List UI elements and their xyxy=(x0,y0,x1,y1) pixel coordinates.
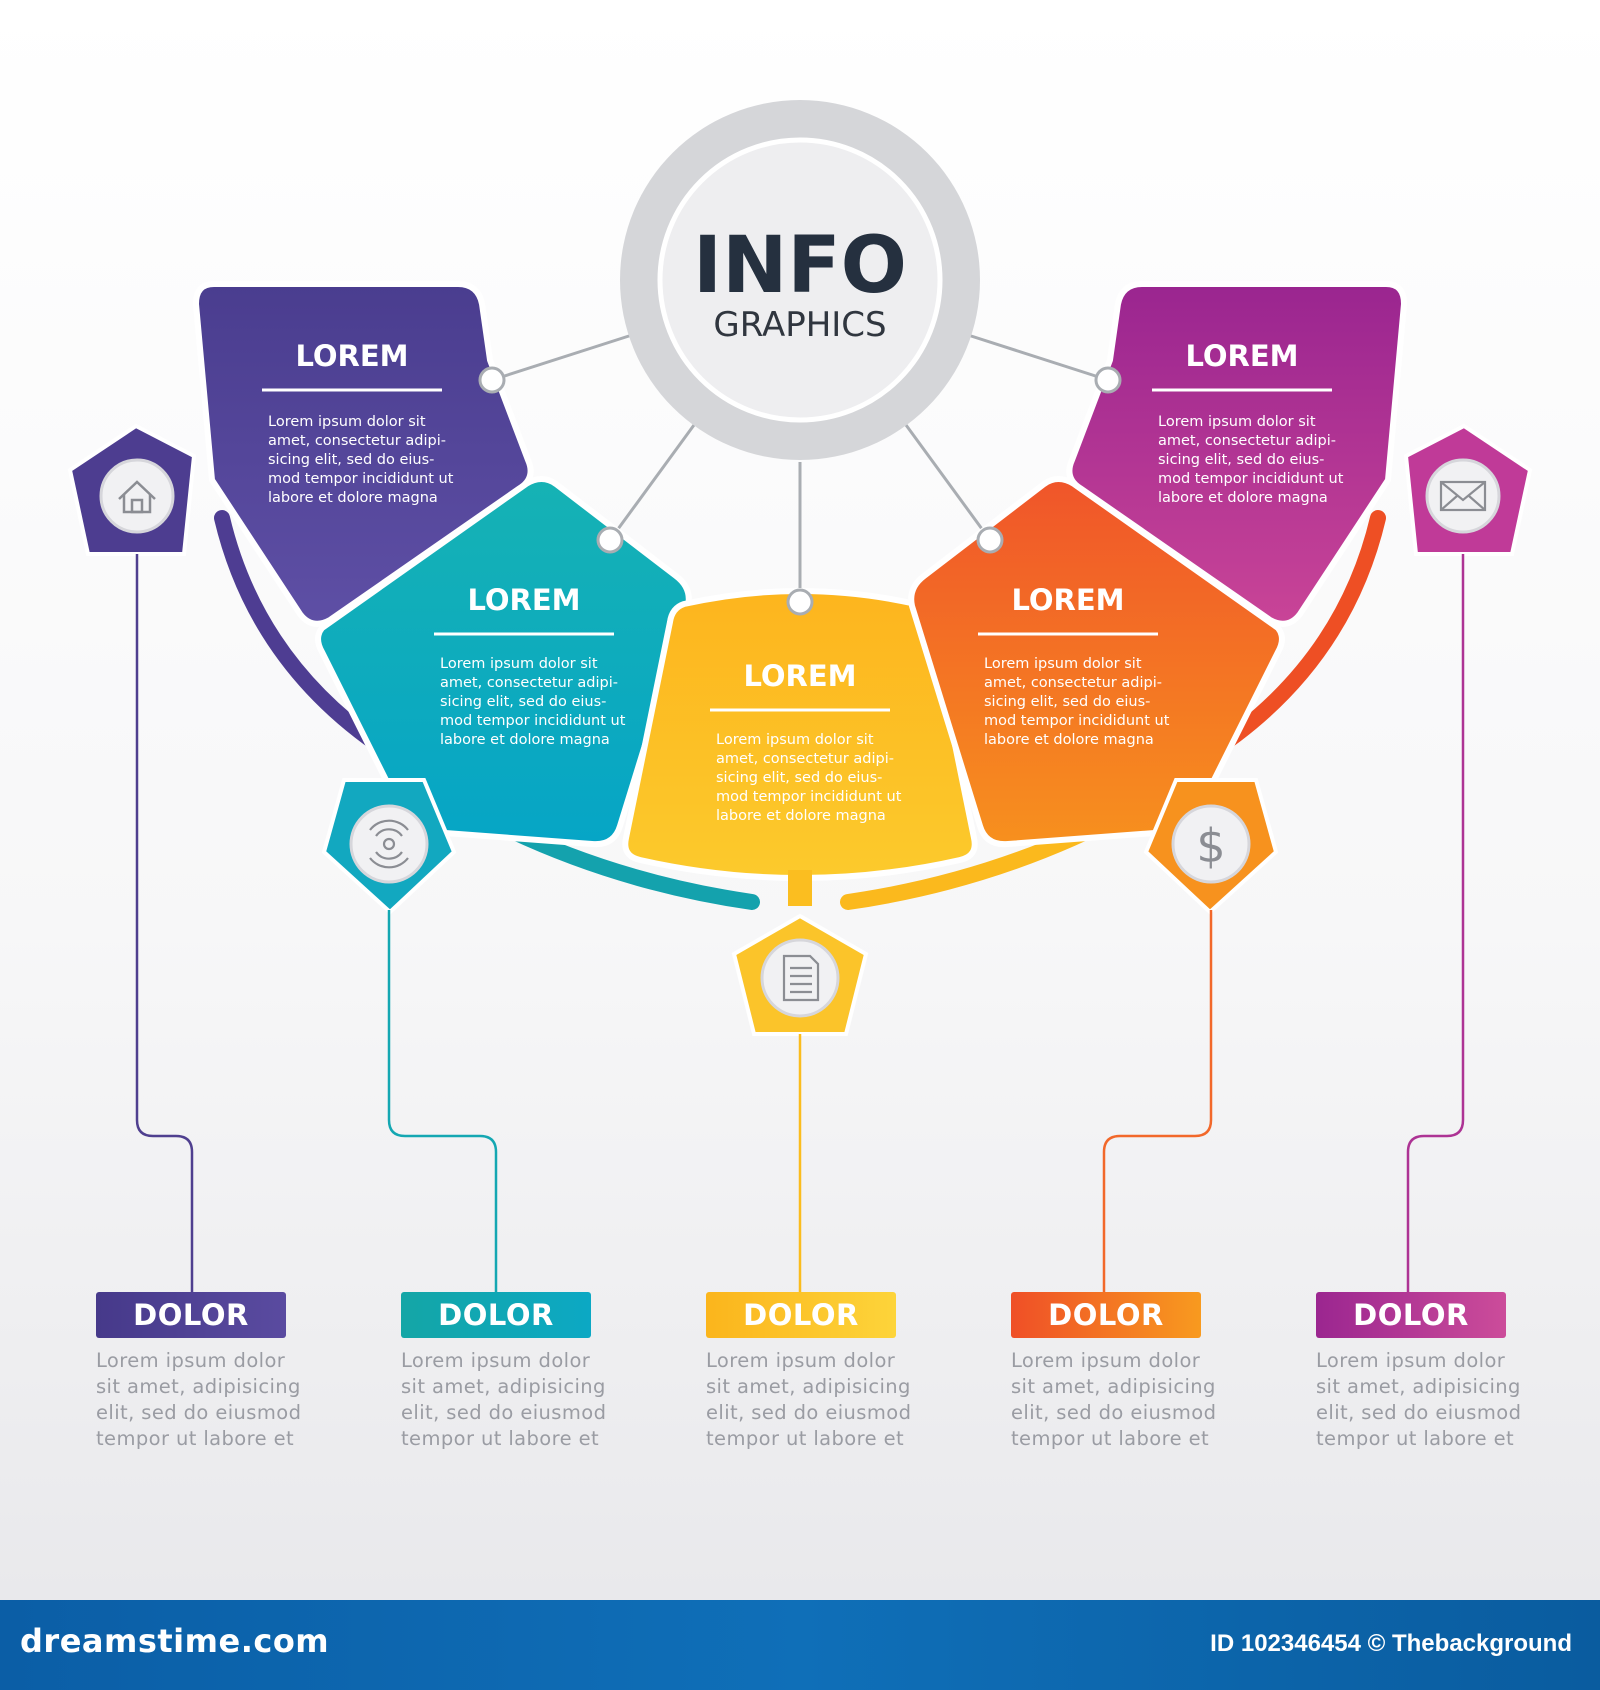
segment-shape xyxy=(908,476,1285,848)
segment-purple-node xyxy=(67,423,197,556)
dolor-item-5: DOLOR Lorem ipsum dolor sit amet, adipis… xyxy=(1316,1292,1522,1452)
segment-orange-node: $ xyxy=(1143,778,1279,915)
connector-dot xyxy=(1094,366,1122,394)
leader-line-orange xyxy=(1102,910,1213,1292)
footer-credit: ID 102346454 © Thebackground xyxy=(1210,1630,1572,1657)
segment-orange-text: LOREM Lorem ipsum dolor sit amet, consec… xyxy=(978,583,1174,748)
dolor-item-4: DOLOR Lorem ipsum dolor sit amet, adipis… xyxy=(1011,1292,1217,1452)
segment-orange[interactable] xyxy=(908,476,1285,848)
node-stem xyxy=(788,870,812,906)
connector-dot xyxy=(786,588,814,616)
connector-line xyxy=(608,424,696,541)
icon-badge-circle xyxy=(349,804,429,884)
dolor-label: DOLOR xyxy=(1316,1292,1506,1338)
segment-teal[interactable] xyxy=(315,476,692,848)
dolor-description: Lorem ipsum dolor sit amet, adipisicing … xyxy=(96,1349,302,1450)
segment-heading: LOREM xyxy=(295,339,408,373)
dollar-icon: $ xyxy=(1196,819,1225,873)
segment-description: Lorem ipsum dolor sit amet, consectetur … xyxy=(716,732,906,824)
segment-description: Lorem ipsum dolor sit amet, consectetur … xyxy=(1158,414,1348,506)
segment-shape xyxy=(1066,281,1407,627)
segment-teal-text: LOREM Lorem ipsum dolor sit amet, consec… xyxy=(434,583,630,748)
footer-bar: dreamstime.com ID 102346454 © Thebackgro… xyxy=(0,1600,1600,1690)
mail-icon xyxy=(1439,480,1487,512)
connector-dot xyxy=(976,526,1004,554)
segment-magenta[interactable] xyxy=(1066,281,1407,627)
segment-yellow-text: LOREM Lorem ipsum dolor sit amet, consec… xyxy=(710,659,906,824)
segment-yellow[interactable] xyxy=(622,588,978,881)
segment-purple-text: LOREM Lorem ipsum dolor sit amet, consec… xyxy=(262,339,458,506)
leader-line-magenta xyxy=(1406,554,1465,1292)
segment-shape xyxy=(315,476,692,848)
footer-brand[interactable]: dreamstime.com xyxy=(20,1622,330,1660)
dolor-description: Lorem ipsum dolor sit amet, adipisicing … xyxy=(1316,1349,1522,1450)
segment-heading: LOREM xyxy=(1185,339,1298,373)
leader-line-purple xyxy=(135,554,194,1292)
connector-line xyxy=(491,333,633,382)
connector-dot xyxy=(596,526,624,554)
icon-badge-circle xyxy=(1171,804,1251,884)
connector-dot xyxy=(478,366,506,394)
leader-lines xyxy=(135,554,1465,1292)
segment-magenta-text: LOREM Lorem ipsum dolor sit amet, consec… xyxy=(1152,339,1348,506)
segment-description: Lorem ipsum dolor sit amet, consectetur … xyxy=(268,414,458,506)
dolor-description: Lorem ipsum dolor sit amet, adipisicing … xyxy=(401,1349,607,1450)
dolor-item-3: DOLOR Lorem ipsum dolor sit amet, adipis… xyxy=(706,1292,912,1452)
dolor-label: DOLOR xyxy=(1011,1292,1201,1338)
segment-teal-node xyxy=(321,778,457,915)
hub-connectors xyxy=(491,333,1109,602)
home-icon xyxy=(118,480,156,514)
infographic-diagram: $ INFO GRAPHICS LOREM xyxy=(67,100,1533,1292)
segment-yellow-node xyxy=(731,870,869,1036)
dolor-description: Lorem ipsum dolor sit amet, adipisicing … xyxy=(706,1349,912,1450)
hub-subtitle: GRAPHICS xyxy=(713,305,886,345)
document-icon xyxy=(782,954,820,1002)
segment-shape xyxy=(622,588,978,881)
hub-title: INFO xyxy=(693,221,907,311)
segment-heading: LOREM xyxy=(1011,583,1124,617)
hub-inner-circle xyxy=(657,137,943,423)
connector-dots xyxy=(478,366,1122,616)
segment-description: Lorem ipsum dolor sit amet, consectetur … xyxy=(984,656,1174,748)
dolor-item-2: DOLOR Lorem ipsum dolor sit amet, adipis… xyxy=(401,1292,607,1452)
segment-heading: LOREM xyxy=(743,659,856,693)
connector-line xyxy=(967,333,1109,382)
connector-line xyxy=(904,424,992,541)
dolor-description: Lorem ipsum dolor sit amet, adipisicing … xyxy=(1011,1349,1217,1450)
icon-badge-circle xyxy=(760,938,840,1018)
hub: INFO GRAPHICS xyxy=(620,100,980,460)
segment-heading: LOREM xyxy=(467,583,580,617)
dolor-label: DOLOR xyxy=(401,1292,591,1338)
dolor-item-1: DOLOR Lorem ipsum dolor sit amet, adipis… xyxy=(96,1292,302,1452)
dolor-label: DOLOR xyxy=(706,1292,896,1338)
segment-magenta-node xyxy=(1403,423,1533,556)
dolor-label: DOLOR xyxy=(96,1292,286,1338)
leader-line-teal xyxy=(387,910,498,1292)
icon-badge-circle xyxy=(1425,458,1501,534)
wireless-icon xyxy=(369,819,409,869)
segment-description: Lorem ipsum dolor sit amet, consectetur … xyxy=(440,656,630,748)
icon-badge-circle xyxy=(99,458,175,534)
